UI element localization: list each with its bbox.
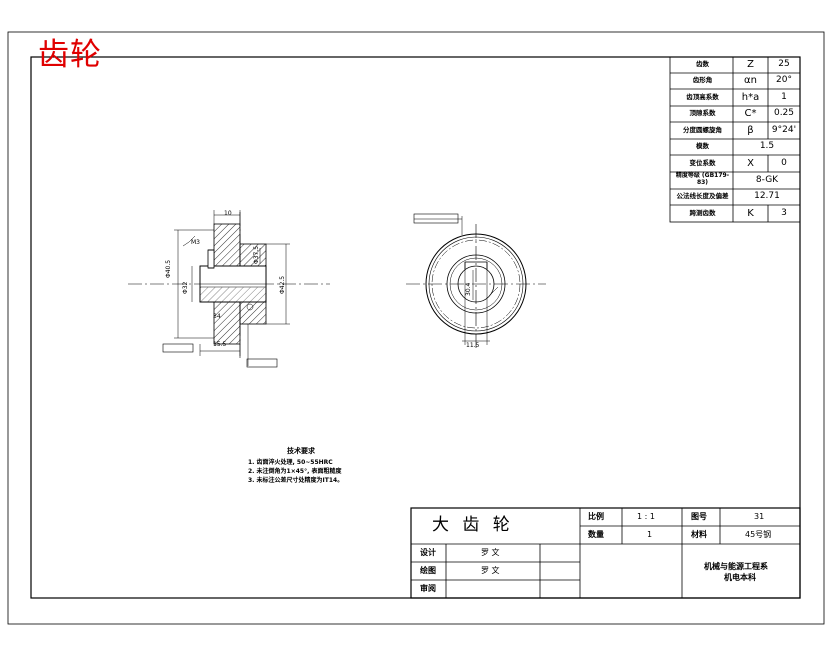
corner-title: 齿轮 <box>38 37 102 73</box>
dim-left-dia: Φ37.5 <box>253 245 260 264</box>
tech-line-3: 3. 未标注公差尺寸处精度为IT14。 <box>248 477 344 484</box>
param-value: 8-GK <box>755 174 779 185</box>
school-line-1: 机械与能源工程系 <box>704 562 768 571</box>
dim-bore: Φ32 <box>182 281 189 294</box>
inner-border <box>30 56 801 599</box>
drawing-no: 31 <box>754 512 765 521</box>
param-table-grid <box>669 56 801 223</box>
param-value: 3 <box>781 207 787 218</box>
review-label: 审阅 <box>420 584 436 593</box>
tech-line-1: 1. 齿面淬火处理, 50~55HRC <box>248 459 333 466</box>
param-symbol: Z <box>747 59 754 70</box>
param-symbol: αn <box>744 75 757 86</box>
dim-m3: M3 <box>191 239 200 246</box>
design-label: 设计 <box>420 548 436 557</box>
param-name: 分度圆螺旋角 <box>683 125 722 134</box>
material-value: 45号钢 <box>745 530 772 539</box>
param-symbol: C* <box>744 108 757 119</box>
part-name: 大 齿 轮 <box>432 515 514 535</box>
param-value: 9°24' <box>771 124 797 135</box>
dim-hub-width: 34 <box>213 313 221 320</box>
dim-keyway-depth: 30.4 <box>465 282 472 296</box>
param-symbol: h*a <box>741 91 760 103</box>
param-name: 公法线长度及偏差 <box>676 192 729 200</box>
tech-heading: 技术要求 <box>287 447 315 455</box>
dim-width-top: 10 <box>224 210 232 217</box>
gear-section-view <box>128 210 330 368</box>
tech-line-2: 2. 未注倒角为1×45°, 表面粗糙度 <box>248 468 342 475</box>
title-block-grid <box>410 507 801 599</box>
qty-value: 1 <box>647 530 653 539</box>
drawing-no-label: 图号 <box>691 512 707 521</box>
outer-border <box>7 31 825 625</box>
dim-keyway-width: 11.5 <box>466 342 480 349</box>
qty-label: 数量 <box>588 530 604 539</box>
param-name: 齿顶高系数 <box>686 92 719 101</box>
param-name: 齿数 <box>696 60 709 68</box>
param-name: 顶隙系数 <box>689 109 716 117</box>
param-name: 跨测齿数 <box>689 208 716 217</box>
draw-label: 绘图 <box>420 566 436 575</box>
scale-value: 1 : 1 <box>637 512 655 521</box>
param-value: 20° <box>776 75 792 85</box>
dim-od-left: Φ40.5 <box>165 259 172 278</box>
dim-od-right: Φ42.5 <box>279 275 286 294</box>
school-line-2: 机电本科 <box>724 573 756 582</box>
param-symbol: β <box>747 124 754 136</box>
gear-front-view <box>406 213 546 350</box>
param-symbol: K <box>747 207 754 219</box>
material-label: 材料 <box>691 530 707 539</box>
param-name: 变位系数 <box>689 158 716 167</box>
param-value: 1.5 <box>759 141 775 151</box>
dim-width-bottom: 15.5 <box>213 341 227 348</box>
scale-label: 比例 <box>588 512 604 521</box>
param-name: 模数 <box>696 142 709 150</box>
param-value: 25 <box>778 59 790 69</box>
design-name: 罗 文 <box>481 548 500 557</box>
param-name: 精度等级 (GB179-83) <box>675 172 730 186</box>
draw-name: 罗 文 <box>481 566 500 575</box>
param-value: 0 <box>781 157 787 168</box>
param-symbol: X <box>747 157 754 169</box>
param-value: 12.71 <box>754 191 780 201</box>
param-name: 齿形角 <box>692 76 713 84</box>
param-value: 1 <box>781 91 787 102</box>
param-value: 0.25 <box>773 108 795 118</box>
